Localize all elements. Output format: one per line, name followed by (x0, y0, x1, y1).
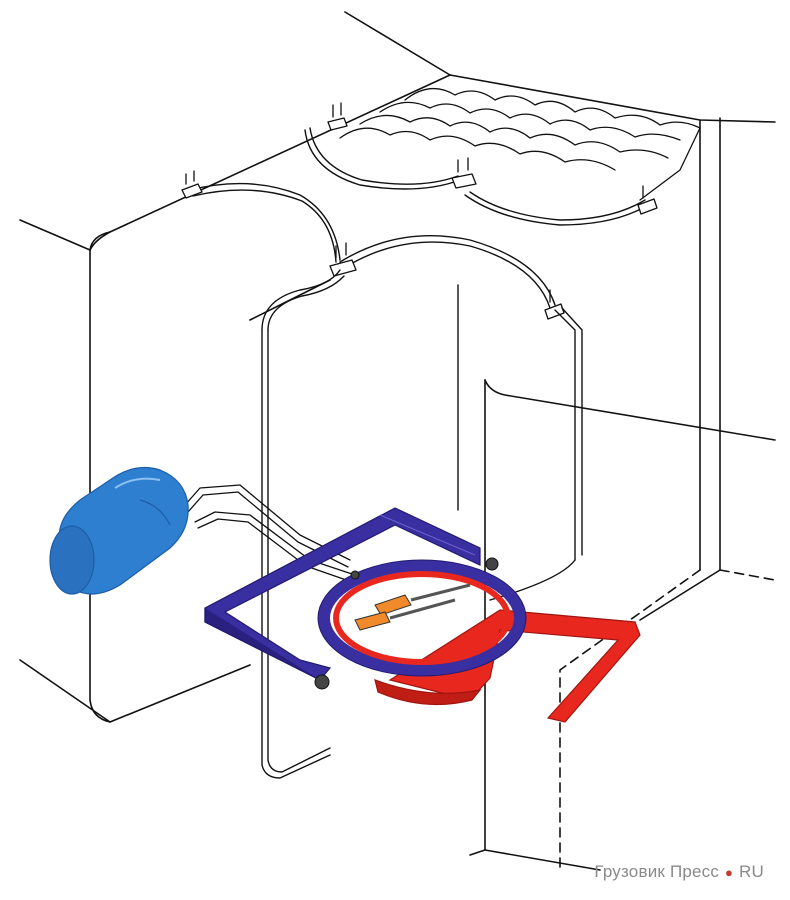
electric-motor-icon (49, 467, 189, 595)
corrugated-roof (339, 88, 701, 201)
roller-icon (314, 557, 499, 690)
slewing-ring (317, 559, 527, 677)
watermark-domain: RU (739, 862, 764, 881)
back-wall-outline (19, 11, 776, 251)
watermark-dot-icon: ● (725, 865, 734, 881)
hydraulic-pipes (184, 484, 356, 583)
outer-frame (204, 507, 481, 681)
inner-frame (374, 609, 641, 723)
hydraulic-cylinder-icon (354, 583, 471, 631)
right-box (469, 117, 776, 871)
watermark: Грузовик Пресс ● RU (594, 862, 764, 882)
watermark-brand: Грузовик Пресс (594, 862, 720, 881)
left-box (19, 231, 331, 723)
hanger-bracket-icon (181, 102, 658, 320)
hanger-arcs (189, 127, 649, 309)
